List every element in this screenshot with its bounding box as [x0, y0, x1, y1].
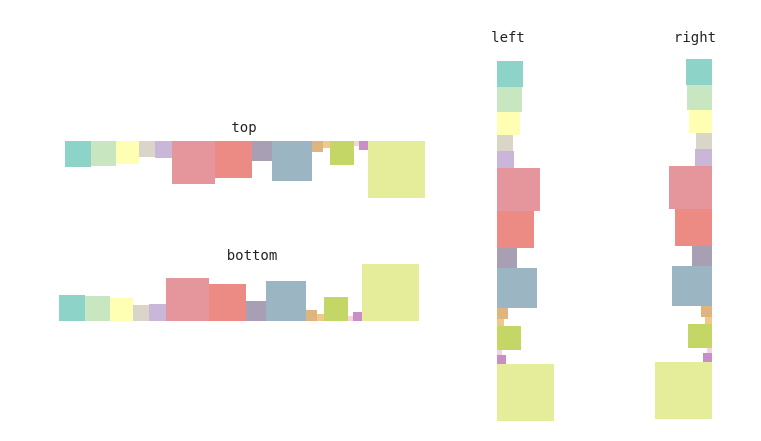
left-block-8: [497, 248, 517, 268]
left-block-5: [497, 151, 514, 168]
left-block-2: [497, 87, 522, 112]
bottom-block-9: [266, 281, 306, 321]
top-block-4: [139, 141, 155, 157]
top-block-10: [312, 141, 323, 152]
left-block-14: [497, 355, 506, 364]
bottom-block-3: [110, 298, 133, 321]
top-block-14: [359, 141, 368, 150]
right-block-13: [707, 348, 712, 353]
top-block-11: [323, 141, 330, 148]
bottom-block-2: [85, 296, 110, 321]
bottom-block-11: [317, 314, 324, 321]
left-block-11: [497, 319, 504, 326]
bottom-block-8: [246, 301, 266, 321]
right-block-7: [675, 209, 712, 246]
top-block-15: [368, 141, 425, 198]
right-block-10: [701, 306, 712, 317]
right-block-11: [705, 317, 712, 324]
bottom-block-1: [59, 295, 85, 321]
right-block-9: [672, 266, 712, 306]
right-block-14: [703, 353, 712, 362]
bottom-block-14: [353, 312, 362, 321]
bottom-block-10: [306, 310, 317, 321]
left-block-3: [497, 112, 520, 135]
right-block-5: [695, 149, 712, 166]
left-block-1: [497, 61, 523, 87]
right-block-4: [696, 133, 712, 149]
label-left: left: [491, 30, 525, 46]
label-right: right: [673, 30, 717, 46]
right-block-2: [687, 85, 712, 110]
right-block-3: [689, 110, 712, 133]
left-block-9: [497, 268, 537, 308]
left-block-7: [497, 211, 534, 248]
right-block-6: [669, 166, 712, 209]
top-block-6: [172, 141, 215, 184]
left-block-12: [497, 326, 521, 350]
top-block-7: [215, 141, 252, 178]
top-block-5: [155, 141, 172, 158]
right-block-1: [686, 59, 712, 85]
top-block-9: [272, 141, 312, 181]
bottom-block-15: [362, 264, 419, 321]
right-block-15: [655, 362, 712, 419]
bottom-block-4: [133, 305, 149, 321]
left-block-6: [497, 168, 540, 211]
top-block-13: [354, 141, 359, 146]
left-block-10: [497, 308, 508, 319]
top-block-2: [91, 141, 116, 166]
label-top: top: [231, 120, 257, 136]
right-block-12: [688, 324, 712, 348]
bottom-block-5: [149, 304, 166, 321]
left-block-4: [497, 135, 513, 151]
bottom-block-7: [209, 284, 246, 321]
label-bottom: bottom: [226, 248, 278, 264]
bottom-block-6: [166, 278, 209, 321]
bottom-block-13: [348, 316, 353, 321]
top-block-1: [65, 141, 91, 167]
top-block-8: [252, 141, 272, 161]
left-block-15: [497, 364, 554, 421]
top-block-12: [330, 141, 354, 165]
left-block-13: [497, 350, 502, 355]
bottom-block-12: [324, 297, 348, 321]
right-block-8: [692, 246, 712, 266]
top-block-3: [116, 141, 139, 164]
